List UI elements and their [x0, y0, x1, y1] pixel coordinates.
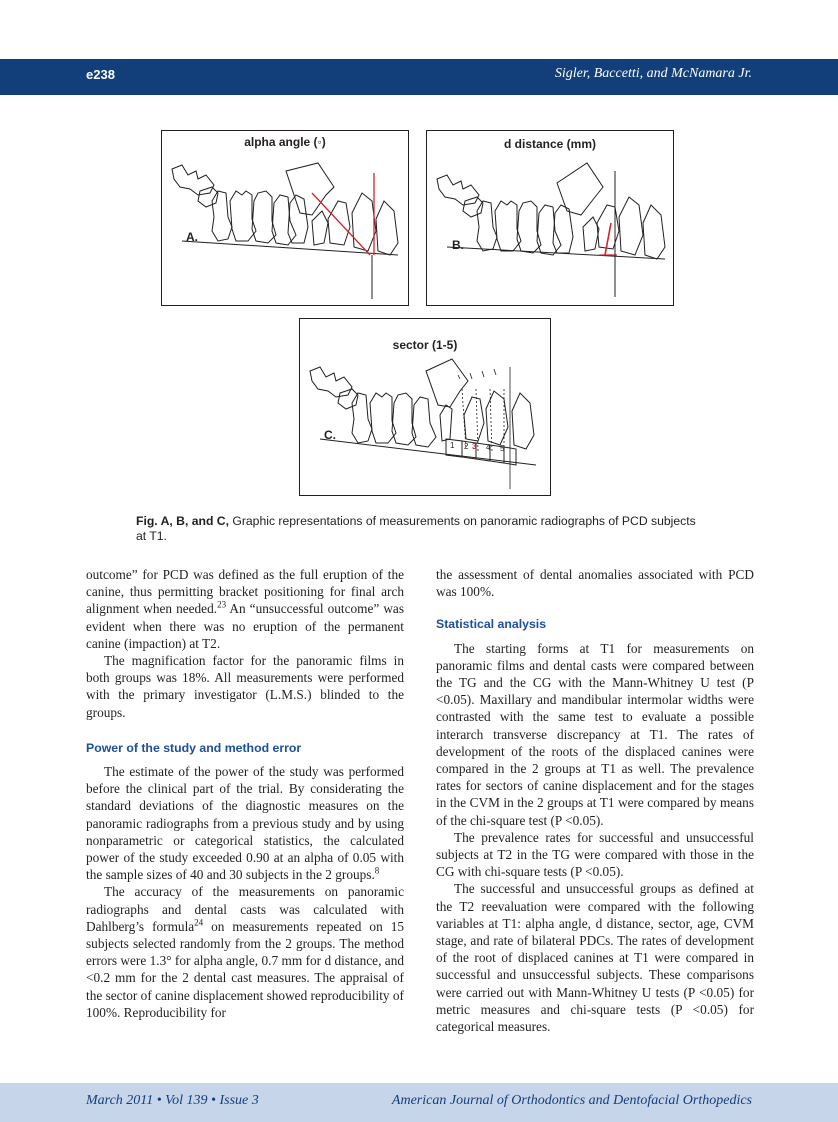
section-heading-power: Power of the study and method error — [86, 740, 302, 755]
right-paragraph-4: The successful and unsuccessful groups a… — [436, 881, 754, 1035]
sector-number-4: 4 — [486, 443, 491, 452]
panel-c-letter: C. — [324, 428, 336, 442]
figure-panel-a: alpha angle (◦) A. — [161, 130, 409, 306]
left-paragraph-1: outcome” for PCD was defined as the full… — [86, 567, 404, 651]
issue-info: March 2011 • Vol 139 • Issue 3 — [86, 1093, 259, 1108]
panel-a-title: alpha angle (◦) — [244, 135, 326, 149]
sector-number-2: 2 — [464, 442, 469, 451]
section-heading-statistical: Statistical analysis — [436, 617, 547, 632]
sector-number-1: 1 — [450, 441, 455, 450]
figure-panel-b: d distance (mm) B. — [426, 130, 674, 306]
right-column: the assessment of dental anomalies assoc… — [436, 566, 754, 1035]
panel-b-title: d distance (mm) — [503, 137, 596, 151]
panel-b-drawing — [436, 162, 666, 297]
panel-c-drawing — [309, 358, 537, 489]
left-paragraph-4: The accuracy of the measurements on pano… — [86, 884, 404, 1020]
running-footer: March 2011 • Vol 139 • Issue 3 American … — [0, 1083, 838, 1122]
figure-panel-c: sector (1-5) — [299, 318, 551, 496]
panel-a-drawing — [171, 162, 399, 299]
caption-lead: Fig. A, B, and C, — [136, 514, 229, 528]
right-paragraph-2: The starting forms at T1 for measurement… — [436, 640, 754, 828]
right-paragraph-3: The prevalence rates for successful and … — [436, 829, 754, 880]
figure-caption: Fig. A, B, and C, Graphic representation… — [136, 514, 706, 544]
page-number: e238 — [86, 67, 115, 82]
journal-name: American Journal of Orthodontics and Den… — [391, 1093, 752, 1108]
left-paragraph-3: The estimate of the power of the study w… — [86, 764, 404, 883]
panel-c-title: sector (1-5) — [392, 338, 458, 352]
panel-b-letter: B. — [452, 238, 464, 252]
left-column: outcome” for PCD was defined as the full… — [86, 566, 404, 1021]
left-paragraph-2: The magnification factor for the panoram… — [86, 653, 404, 720]
panel-a-letter: A. — [186, 230, 198, 244]
sector-number-3: 3 — [472, 442, 477, 451]
running-authors: Sigler, Baccetti, and McNamara Jr. — [554, 66, 752, 81]
running-header: e238 Sigler, Baccetti, and McNamara Jr. — [0, 59, 838, 95]
ref-24: 24 — [194, 917, 204, 928]
ref-23: 23 — [217, 599, 227, 610]
caption-text: Graphic representations of measurements … — [136, 514, 696, 543]
ref-8: 8 — [374, 865, 380, 876]
sector-number-5: 5 — [500, 444, 505, 453]
right-paragraph-1: the assessment of dental anomalies assoc… — [436, 567, 754, 600]
